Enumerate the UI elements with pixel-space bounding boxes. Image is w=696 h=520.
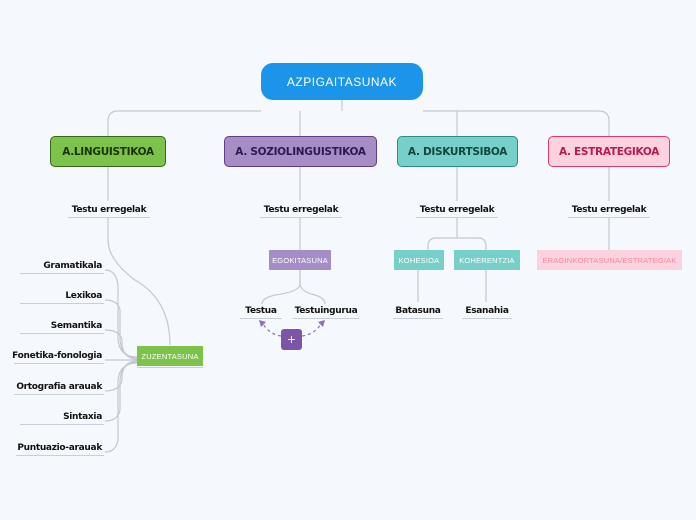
item-testua[interactable]: Testua [240, 303, 282, 319]
label-testu-erregelak-diskurtsiboa[interactable]: Testu erregelak [416, 202, 498, 218]
tag-koherentzia[interactable]: KOHERENTZIA [454, 250, 520, 270]
label-testu-erregelak-estrategikoa[interactable]: Testu erregelak [568, 202, 650, 218]
item-esanahia[interactable]: Esanahia [462, 303, 512, 319]
item-fonetika-fonologia[interactable]: Fonetika-fonologia [12, 348, 104, 364]
item-puntuazio-arauak[interactable]: Puntuazio-arauak [16, 440, 104, 456]
dashed-arrow-testua [261, 321, 282, 337]
item-batasuna[interactable]: Batasuna [393, 303, 443, 319]
item-gramatikala[interactable]: Gramatikala [20, 258, 104, 274]
branch-estrategikoa[interactable]: A. ESTRATEGIKOA [548, 136, 670, 167]
arrowhead-testua [259, 320, 266, 327]
item-ortografia-arauak[interactable]: Ortografia arauak [14, 379, 104, 395]
item-sintaxia[interactable]: Sintaxia [20, 409, 104, 425]
connector-root-right [423, 110, 610, 136]
branch-linguistikoa[interactable]: A.LINGUISTIKOA [50, 136, 166, 167]
tag-egokitasuna[interactable]: EGOKITASUNA [269, 250, 331, 270]
arrowhead-testuingurua [318, 320, 325, 327]
branch-soziolinguistikoa[interactable]: A. SOZIOLINGUISTIKOA [224, 136, 377, 167]
branch-diskurtsiboa[interactable]: A. DISKURTSIBOA [397, 136, 518, 167]
item-lexikoa[interactable]: Lexikoa [20, 288, 104, 304]
tag-zuzentasuna-underline [137, 367, 203, 368]
tag-zuzentasuna[interactable]: ZUZENTASUNA [137, 346, 203, 366]
tag-kohesioa[interactable]: KOHESIOA [394, 250, 444, 270]
dashed-arrow-testuingurua [301, 321, 323, 337]
item-semantika[interactable]: Semantika [20, 318, 104, 334]
connector-root-horizontal [107, 110, 261, 136]
connector-zuzentasuna [107, 218, 171, 346]
label-testu-erregelak-linguistikoa[interactable]: Testu erregelak [68, 202, 150, 218]
item-testuingurua[interactable]: Testuingurua [293, 303, 359, 319]
root-node[interactable]: AZPIGAITASUNAK [261, 63, 423, 100]
label-testu-erregelak-soziolinguistikoa[interactable]: Testu erregelak [260, 202, 342, 218]
tag-eraginkortasuna-estrategiak[interactable]: ERAGINKORTASUNA/ESTRATEGIAK [537, 250, 682, 270]
add-button[interactable]: + [281, 329, 302, 350]
